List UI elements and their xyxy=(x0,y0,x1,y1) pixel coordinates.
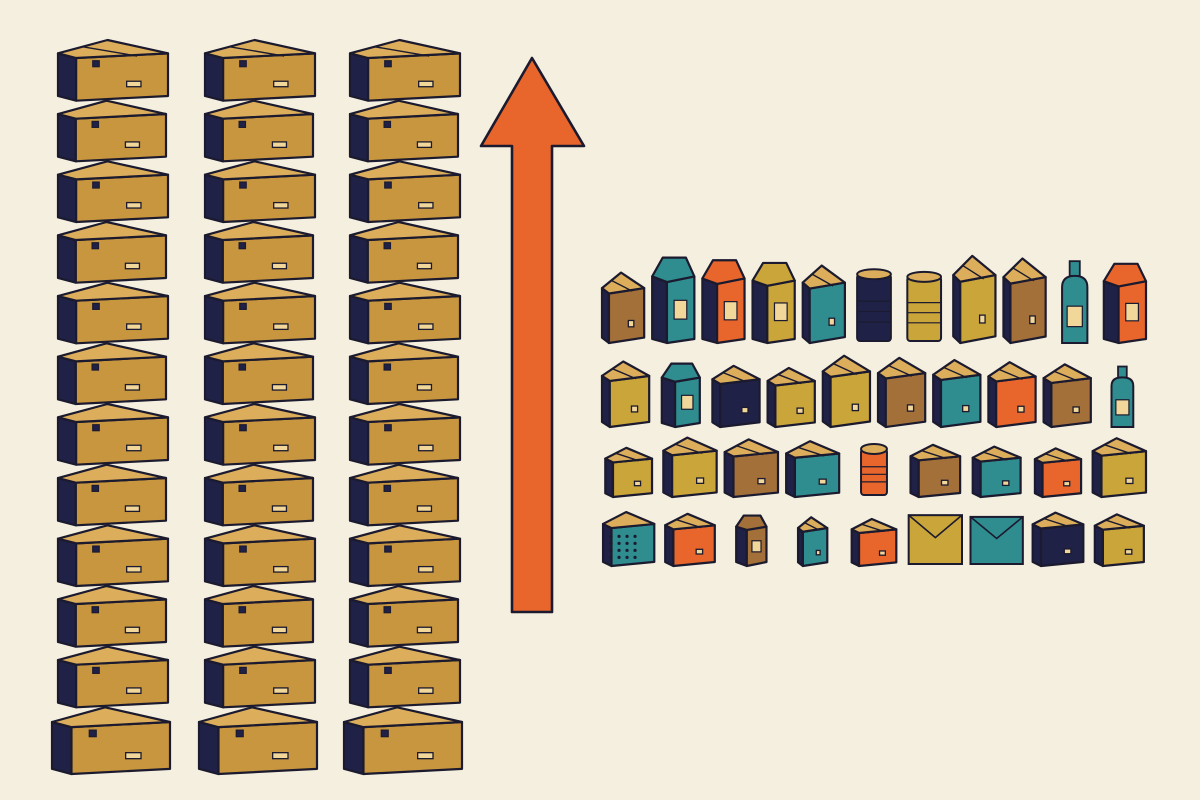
can-icon xyxy=(860,443,888,496)
shipping-box-icon xyxy=(604,446,654,499)
cardboard-box-icon xyxy=(56,645,170,709)
gable-carton-icon xyxy=(751,261,796,345)
cardboard-box-icon xyxy=(342,706,464,776)
small-box-icon xyxy=(1093,513,1145,568)
shipping-box-icon xyxy=(1091,437,1148,499)
flat-pack-icon xyxy=(1031,511,1085,568)
cardboard-box-icon xyxy=(348,38,462,102)
cereal-box-icon xyxy=(821,354,872,429)
cardboard-box-icon xyxy=(56,463,168,527)
cardboard-box-icon xyxy=(348,160,462,224)
package-assortment xyxy=(600,254,1148,568)
cardboard-box-icon xyxy=(56,402,170,466)
cardboard-box-icon xyxy=(203,402,317,466)
cardboard-box-icon xyxy=(56,281,170,345)
shipping-box-icon xyxy=(600,271,646,345)
cardboard-box-icon xyxy=(50,706,172,776)
tall-can-icon xyxy=(906,270,943,342)
package-row-2 xyxy=(600,354,1135,429)
shipping-box-icon xyxy=(600,360,651,429)
cardboard-box-icon xyxy=(203,342,315,406)
cardboard-box-icon xyxy=(56,584,168,648)
cardboard-box-icon xyxy=(348,281,462,345)
juice-carton-icon xyxy=(701,259,746,345)
small-box-icon xyxy=(711,364,761,429)
cardboard-box-icon xyxy=(197,706,319,776)
tall-pack-icon xyxy=(766,366,816,429)
shipping-box-icon xyxy=(909,443,962,499)
small-box-icon xyxy=(987,361,1037,429)
produce-crate-icon xyxy=(876,356,927,429)
milk-carton-icon xyxy=(651,256,696,345)
flat-box-icon xyxy=(662,436,718,499)
package-row-1 xyxy=(600,254,1148,345)
cardboard-box-icon xyxy=(203,584,315,648)
package-row-3 xyxy=(604,436,1148,499)
cardboard-box-icon xyxy=(348,220,460,284)
box-stack-2 xyxy=(197,38,319,776)
box-stack-3 xyxy=(342,38,464,776)
box-stacks xyxy=(50,38,464,776)
cardboard-box-icon xyxy=(56,160,170,224)
cardboard-box-icon xyxy=(203,38,317,102)
cardboard-box-icon xyxy=(56,342,168,406)
growth-arrow xyxy=(479,56,586,614)
cardboard-box-icon xyxy=(348,584,460,648)
cardboard-box-icon xyxy=(56,99,168,163)
spice-box-icon xyxy=(1042,363,1092,429)
cardboard-box-icon xyxy=(203,220,315,284)
carton-box-icon xyxy=(952,254,997,345)
package-row-4 xyxy=(601,510,1145,568)
cardboard-box-icon xyxy=(203,645,317,709)
small-box-icon xyxy=(1033,447,1083,499)
bottle-icon xyxy=(1110,365,1135,428)
oil-can-icon xyxy=(856,268,892,343)
cardboard-box-icon xyxy=(203,99,315,163)
long-box-icon xyxy=(723,438,780,499)
cardboard-box-icon xyxy=(203,524,317,588)
cardboard-box-icon xyxy=(348,645,462,709)
milk-carton-icon xyxy=(660,362,701,429)
cardboard-box-icon xyxy=(203,160,317,224)
cardboard-box-icon xyxy=(348,342,460,406)
cardboard-box-icon xyxy=(348,463,460,527)
cardboard-box-icon xyxy=(56,38,170,102)
patterned-box-icon xyxy=(601,510,656,568)
cardboard-box-icon xyxy=(203,281,317,345)
milk-carton-icon xyxy=(1102,262,1148,345)
milk-carton-icon xyxy=(735,514,768,568)
shipping-box-icon xyxy=(850,517,898,568)
open-basket-icon xyxy=(801,264,847,345)
cardboard-box-icon xyxy=(348,524,462,588)
cardboard-box-icon xyxy=(348,99,460,163)
cardboard-box-icon xyxy=(348,402,462,466)
cardboard-box-icon xyxy=(203,463,315,527)
box-stack-1 xyxy=(50,38,172,776)
cereal-box-icon xyxy=(932,358,982,429)
flat-box-icon xyxy=(971,445,1022,499)
cardboard-box-icon xyxy=(56,524,170,588)
tall-carton-icon xyxy=(1002,257,1047,345)
cardboard-box-icon xyxy=(56,220,168,284)
carton-box-icon xyxy=(796,516,829,568)
mailer-envelope-icon xyxy=(907,514,964,565)
bottle-jug-icon xyxy=(1061,260,1089,344)
shipping-box-icon xyxy=(785,440,841,499)
shipping-box-icon xyxy=(664,512,716,568)
up-arrow-icon xyxy=(479,56,586,614)
pouch-icon xyxy=(969,515,1024,566)
